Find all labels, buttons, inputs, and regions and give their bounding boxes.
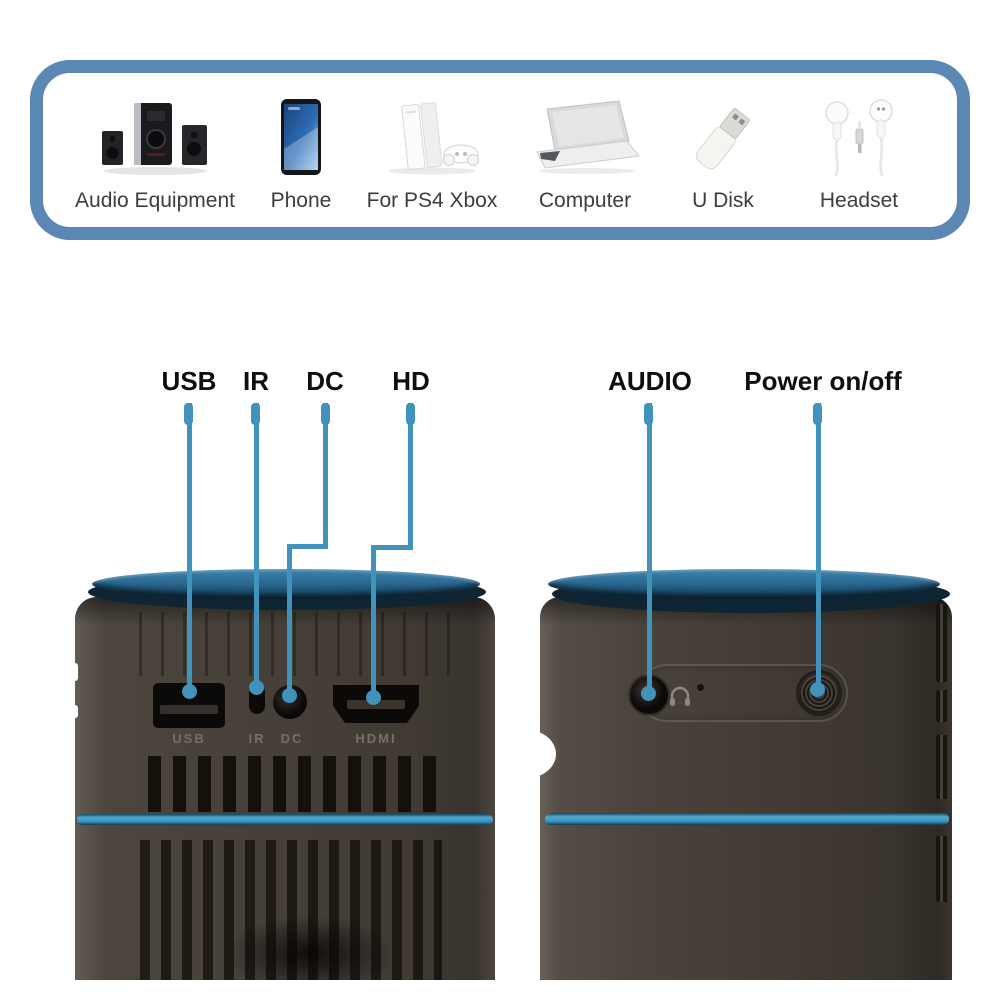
port-marking-dc: DC bbox=[280, 731, 304, 746]
callout-dc: DC bbox=[306, 366, 344, 396]
banner-item-computer: Computer bbox=[495, 95, 675, 212]
callout-audio: AUDIO bbox=[608, 366, 692, 396]
line-elbow bbox=[372, 545, 413, 550]
side-vent-slot bbox=[936, 836, 950, 902]
audio-equipment-icon bbox=[65, 95, 245, 177]
callout-power: Power on/off bbox=[744, 366, 902, 396]
laptop-icon bbox=[495, 95, 675, 177]
line-stem bbox=[323, 403, 328, 549]
left-edge-slot bbox=[71, 705, 78, 718]
line-stem bbox=[187, 403, 192, 692]
line-dot bbox=[641, 686, 656, 701]
banner-item-phone: Phone bbox=[211, 95, 391, 212]
usb-port-tab bbox=[160, 705, 218, 714]
earbuds-icon bbox=[769, 95, 949, 177]
line-stem bbox=[287, 544, 292, 696]
lens-notch bbox=[498, 730, 556, 778]
upper-vent-grille bbox=[133, 612, 463, 676]
banner-item-ps4: For PS4 Xbox bbox=[342, 95, 522, 212]
banner-item-audio-equipment: Audio Equipment bbox=[65, 95, 245, 212]
left-edge-slot bbox=[71, 663, 78, 681]
line-stem bbox=[371, 545, 376, 698]
usb-flash-drive-icon bbox=[633, 95, 813, 177]
phone-icon bbox=[211, 95, 391, 177]
top-disc bbox=[92, 569, 480, 599]
line-elbow bbox=[288, 544, 328, 549]
indicator-led bbox=[697, 684, 704, 691]
line-stem bbox=[816, 403, 821, 690]
callout-ir: IR bbox=[243, 366, 269, 396]
banner-label-headset: Headset bbox=[819, 189, 899, 212]
line-stem bbox=[647, 403, 652, 694]
port-marking-ir: IR bbox=[248, 731, 266, 746]
side-vent-slot bbox=[936, 735, 950, 799]
banner-label-udisk: U Disk bbox=[692, 189, 754, 212]
top-disc bbox=[548, 569, 940, 599]
line-dot bbox=[282, 688, 297, 703]
blue-accent-stripe bbox=[545, 813, 949, 825]
callout-usb: USB bbox=[161, 366, 217, 396]
banner-item-udisk: U Disk bbox=[633, 95, 813, 212]
banner-label-ps4: For PS4 Xbox bbox=[366, 189, 498, 212]
port-marking-usb: USB bbox=[172, 731, 206, 746]
banner-label-computer: Computer bbox=[538, 189, 632, 212]
middle-vent-grille bbox=[148, 756, 444, 812]
banner-item-headset: Headset bbox=[769, 95, 949, 212]
line-dot bbox=[810, 682, 825, 697]
game-console-icon bbox=[342, 95, 522, 177]
line-dot bbox=[249, 680, 264, 695]
headphone-icon bbox=[668, 685, 692, 712]
vent-shadow bbox=[225, 915, 395, 980]
line-stem bbox=[254, 403, 259, 686]
line-dot bbox=[366, 690, 381, 705]
blue-accent-stripe bbox=[77, 814, 493, 825]
port-marking-hdmi: HDMI bbox=[355, 731, 397, 746]
banner-label-phone: Phone bbox=[270, 189, 332, 212]
side-vent-slot bbox=[936, 690, 950, 722]
callout-hd: HD bbox=[392, 366, 430, 396]
banner-label-audio-equipment: Audio Equipment bbox=[75, 189, 235, 212]
side-vent-slot bbox=[936, 604, 950, 682]
line-dot bbox=[182, 684, 197, 699]
projector-side-body bbox=[540, 597, 952, 980]
line-stem bbox=[408, 403, 413, 550]
